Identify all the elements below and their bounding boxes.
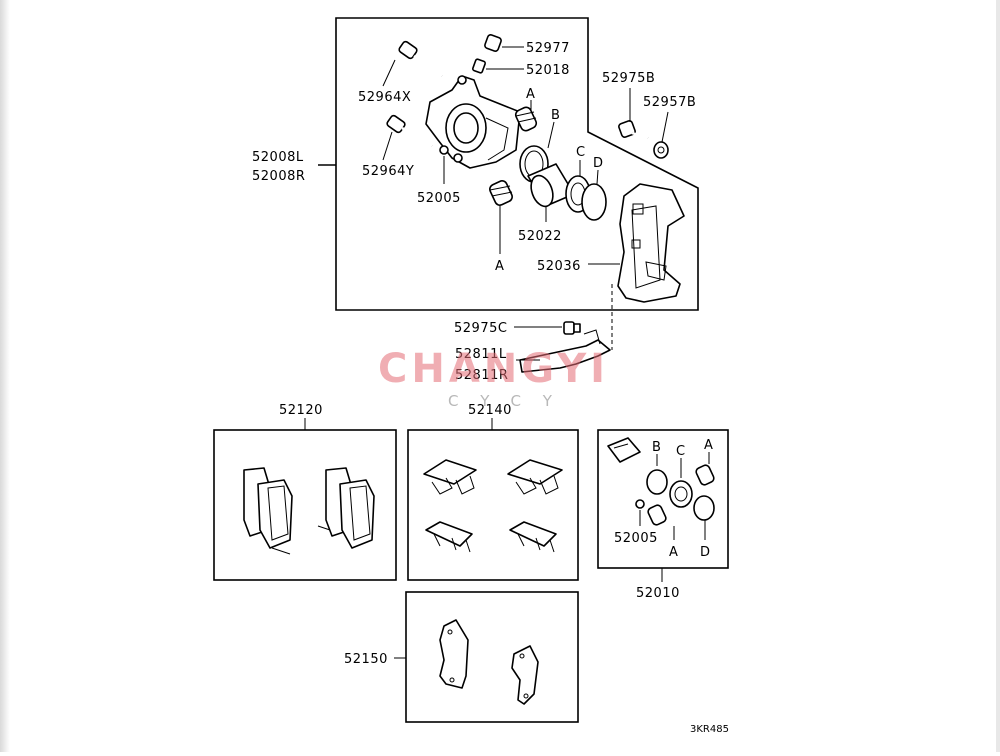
label-52008L: 52008L xyxy=(252,150,304,165)
anti-squeal-shim-right xyxy=(511,645,539,705)
right-window-edge xyxy=(996,0,1000,752)
kit-ring-d xyxy=(693,495,715,521)
label-52005-main: 52005 xyxy=(417,191,461,206)
bleeder-screw xyxy=(472,58,486,74)
label-52150: 52150 xyxy=(344,652,388,667)
kit-callout-d: D xyxy=(700,545,711,560)
left-window-edge xyxy=(0,0,10,752)
leader-d xyxy=(596,169,599,185)
boot-ring-d xyxy=(581,183,607,221)
box-52120 xyxy=(213,429,397,581)
label-52811R: 52811R xyxy=(455,368,508,383)
kit-callout-b: B xyxy=(652,440,661,455)
kit-pin-boot-a-top xyxy=(695,464,715,486)
watermark-sub: CYCY xyxy=(448,392,574,410)
label-52964X: 52964X xyxy=(358,90,411,105)
pin-boot-a-bottom xyxy=(489,180,513,206)
kit-washer-52005 xyxy=(635,499,645,509)
callout-a-top: A xyxy=(526,87,535,102)
label-52022: 52022 xyxy=(518,229,562,244)
kit-piston-seal-b xyxy=(646,469,668,495)
label-52964Y: 52964Y xyxy=(362,164,414,179)
box-52140 xyxy=(407,429,579,581)
kit-callout-c: C xyxy=(676,444,686,459)
kit-dust-boot-c xyxy=(669,480,693,508)
callout-d: D xyxy=(593,156,604,171)
main-assembly-frame xyxy=(335,17,699,311)
label-52975B: 52975B xyxy=(602,71,655,86)
caliper-support-bracket xyxy=(617,183,685,303)
brake-pad-set-left xyxy=(243,467,293,555)
label-52811L: 52811L xyxy=(455,347,507,362)
label-52140: 52140 xyxy=(468,403,512,418)
label-52957B: 52957B xyxy=(643,95,696,110)
box-52010 xyxy=(597,429,729,569)
clip-bolt xyxy=(563,321,581,335)
kit-callout-a-bottom: A xyxy=(669,545,678,560)
box-52150 xyxy=(405,591,579,723)
label-52977: 52977 xyxy=(526,41,570,56)
piston xyxy=(527,163,575,208)
leader-52957B xyxy=(661,111,669,143)
label-52008R: 52008R xyxy=(252,169,305,184)
caliper-body xyxy=(425,75,521,169)
shim-clips-bottom-right xyxy=(509,521,557,553)
label-52005-kit: 52005 xyxy=(614,531,658,546)
anti-squeal-shim-left xyxy=(439,619,469,689)
bleeder-cap xyxy=(484,34,502,52)
label-52120: 52120 xyxy=(279,403,323,418)
kit-callout-a-top: A xyxy=(704,438,713,453)
kit-pin-boot-a-bottom xyxy=(647,504,667,526)
shim-clips-top-left xyxy=(423,459,477,495)
label-52018: 52018 xyxy=(526,63,570,78)
bracket-bolt xyxy=(618,120,649,140)
callout-b: B xyxy=(551,108,560,123)
label-52010: 52010 xyxy=(636,586,680,601)
label-52975C: 52975C xyxy=(454,321,507,336)
shim-clips-bottom-left xyxy=(425,521,473,553)
shim-clips-top-right xyxy=(507,459,563,495)
guide-pin-x xyxy=(398,40,443,78)
brake-pad-set-right xyxy=(317,467,375,549)
washer-52005 xyxy=(439,145,449,155)
leader-b xyxy=(547,121,555,149)
pin-boot-a-top xyxy=(514,106,538,132)
leader-52964X xyxy=(382,59,396,87)
grease-pack xyxy=(607,437,641,463)
callout-a-bottom: A xyxy=(495,259,504,274)
callout-c: C xyxy=(576,145,586,160)
guide-pin-y xyxy=(386,114,433,148)
bracket-bolt-washer xyxy=(653,141,669,159)
figure-code: 3KR485 xyxy=(690,724,729,735)
leader-52964Y xyxy=(382,131,393,161)
label-52036: 52036 xyxy=(537,259,581,274)
watermark-main: CHANGYI xyxy=(378,346,609,392)
pad-clip xyxy=(519,329,611,373)
